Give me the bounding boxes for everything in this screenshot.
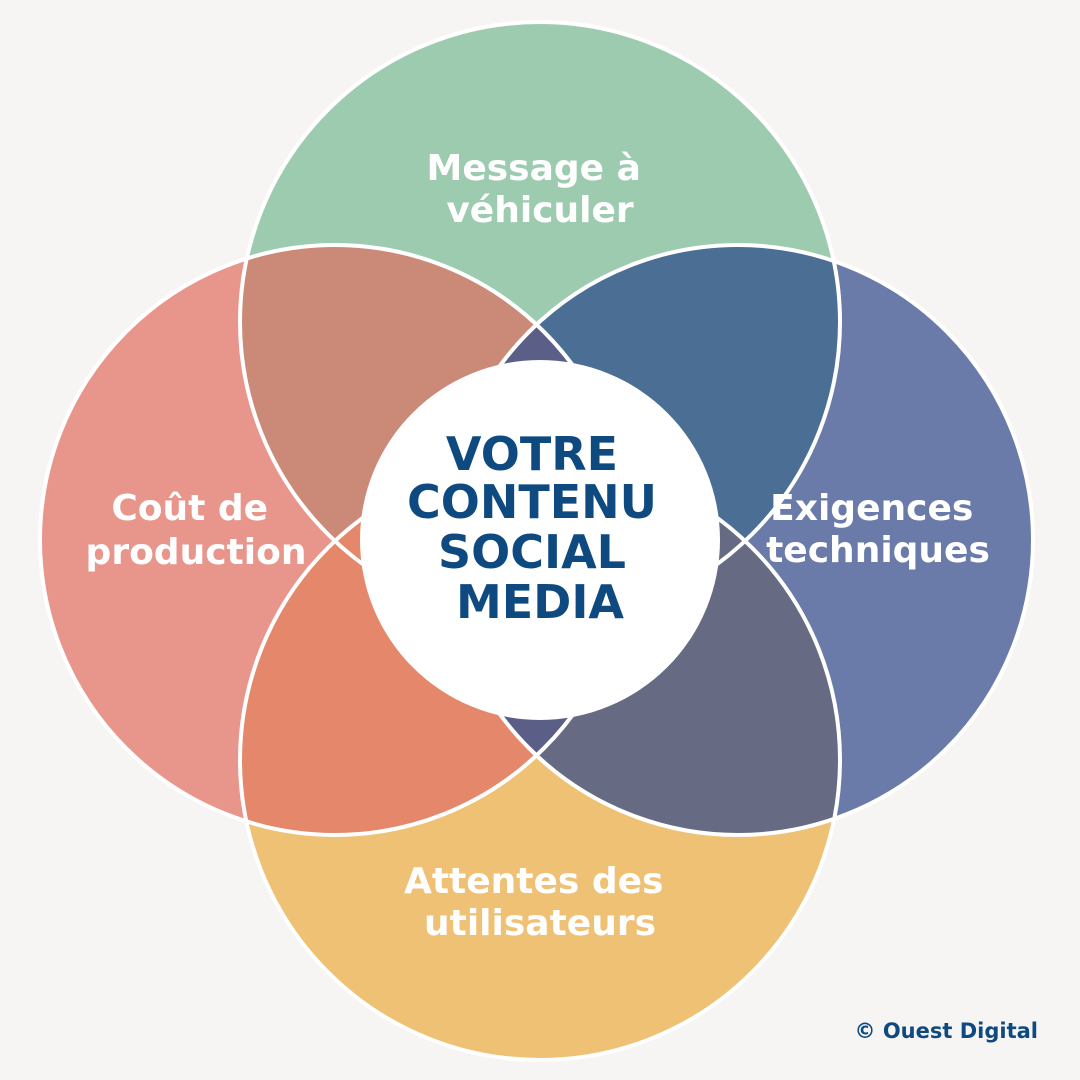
- center-label: VOTRE CONTENU SOCIAL MEDIA: [407, 427, 673, 629]
- label-right: Exigences techniques: [766, 488, 990, 571]
- label-top: Message à véhiculer: [427, 148, 654, 231]
- copyright-credit: © Ouest Digital: [854, 1019, 1038, 1043]
- center-circle: [360, 360, 720, 720]
- label-left: Coût de production: [86, 488, 307, 573]
- label-bottom: Attentes des utilisateurs: [404, 861, 676, 944]
